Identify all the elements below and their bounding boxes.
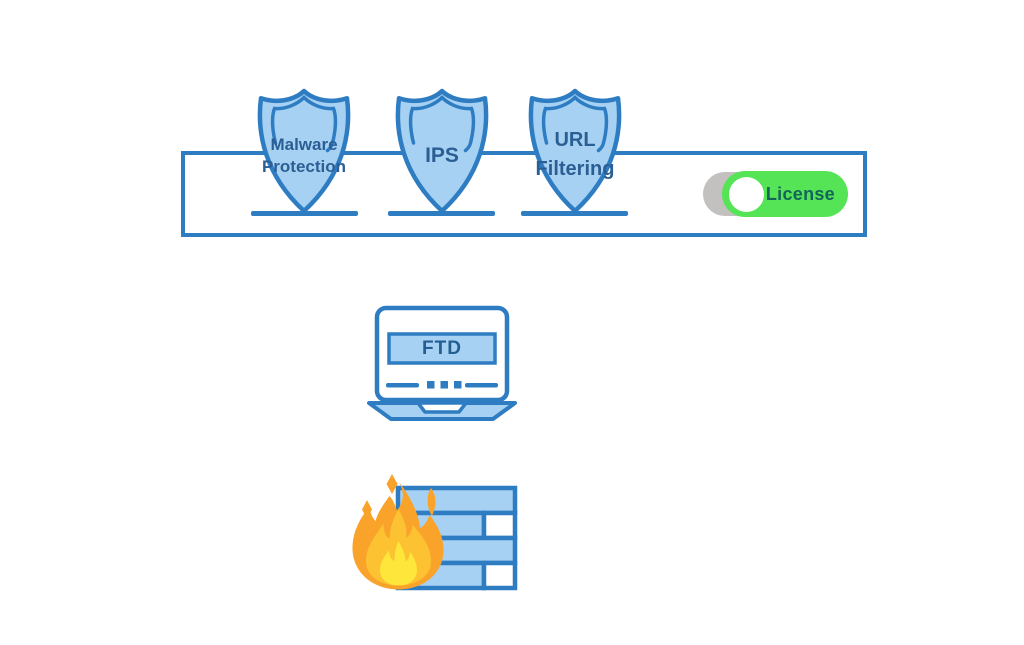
firewall xyxy=(348,473,518,600)
shield-pedestal xyxy=(521,211,628,216)
toggle-knob[interactable] xyxy=(729,177,764,212)
shield-malware-protection: Malware Protection xyxy=(245,87,363,215)
shield-ips: IPS xyxy=(383,87,501,215)
shield-url-filtering: URL Filtering xyxy=(516,87,634,215)
ftd-device: FTD xyxy=(367,303,517,421)
license-toggle[interactable]: License xyxy=(703,171,848,217)
shield-pedestal xyxy=(388,211,495,216)
shield-label: IPS xyxy=(425,144,459,167)
shield-pedestal xyxy=(251,211,358,216)
shield-label: URL Filtering xyxy=(535,129,615,180)
firewall-icon xyxy=(352,474,518,591)
device-label: FTD xyxy=(422,337,462,359)
shield-label: Malware Protection xyxy=(261,135,347,177)
license-toggle-label: License xyxy=(765,183,835,204)
laptop-icon xyxy=(367,305,517,421)
flame-icon xyxy=(352,474,444,590)
